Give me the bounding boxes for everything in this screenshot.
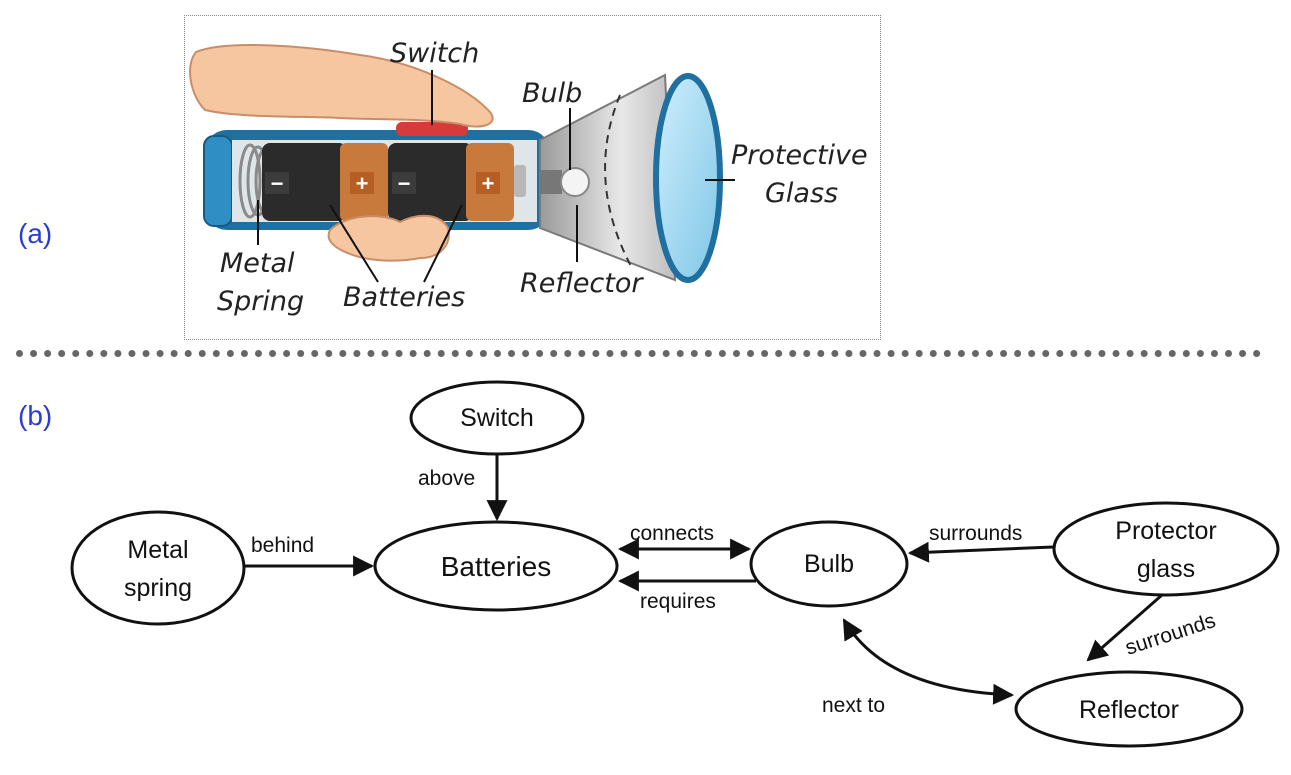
battery-2-plus-badge — [476, 172, 500, 194]
battery-2-plus-sign: + — [482, 171, 495, 196]
label-reflector: Reflector — [520, 268, 644, 299]
battery-2-minus-sign: − — [398, 171, 411, 196]
label-glass: Glass — [765, 178, 838, 209]
battery-1-minus-sign: − — [271, 171, 284, 196]
edge-label-connects: connects — [630, 522, 714, 545]
leader-lines — [257, 70, 735, 283]
edge-label-behind: behind — [251, 534, 314, 557]
bulb-glass — [560, 167, 590, 197]
node-bulb — [749, 520, 909, 608]
edge-label-above: above — [418, 467, 475, 490]
illustration-frame — [184, 15, 881, 340]
edge-next-to — [842, 618, 1015, 705]
label-bulb: Bulb — [522, 78, 582, 109]
battery-1-minus-badge — [265, 172, 289, 194]
edge-label-requires: requires — [640, 590, 716, 613]
label-spring: Spring — [217, 286, 304, 317]
hand-bottom — [327, 214, 450, 262]
edge-surrounds-bulb — [907, 541, 1054, 563]
node-label-metal: Metal — [127, 536, 188, 564]
battery-1-plus-badge — [350, 172, 374, 194]
node-label-glass: glass — [1137, 555, 1195, 583]
flashlight-illustration: − + − + — [189, 38, 868, 317]
battery-terminal — [514, 165, 526, 197]
node-label-batteries: Batteries — [441, 551, 552, 582]
battery-1-plus-sign: + — [356, 171, 369, 196]
node-label-reflector: Reflector — [1079, 696, 1179, 724]
node-label-protector: Protector — [1115, 517, 1216, 545]
switch-button — [396, 122, 468, 136]
relation-graph — [70, 380, 1280, 748]
battery-1-body — [262, 143, 347, 221]
node-reflector — [1014, 670, 1244, 748]
node-metal-spring — [70, 510, 246, 626]
bulb-base — [540, 170, 562, 194]
node-protector-glass — [1052, 501, 1280, 597]
panel-separator — [16, 350, 1261, 357]
panel-b-label: (b) — [18, 400, 53, 431]
battery-2-body — [388, 143, 473, 221]
label-metal: Metal — [220, 248, 295, 279]
label-protective: Protective — [731, 140, 868, 171]
edge-label-surrounds-bulb: surrounds — [929, 522, 1022, 545]
node-label-bulb: Bulb — [804, 550, 854, 578]
tube-end-cap — [203, 135, 233, 227]
reflector-dashed-edge — [604, 94, 633, 269]
battery-2-minus-badge — [392, 172, 416, 194]
label-switch: Switch — [390, 38, 479, 69]
hand-top — [189, 44, 494, 128]
node-label-switch: Switch — [460, 404, 534, 432]
reflector-cone — [539, 73, 677, 282]
node-batteries — [373, 520, 619, 612]
protective-glass — [653, 73, 723, 283]
label-batteries: Batteries — [343, 282, 465, 313]
panel-a-label: (a) — [18, 218, 53, 249]
edge-label-next-to: next to — [822, 694, 885, 717]
edge-surrounds-reflector — [1086, 593, 1163, 662]
node-label-spring: spring — [124, 574, 192, 602]
